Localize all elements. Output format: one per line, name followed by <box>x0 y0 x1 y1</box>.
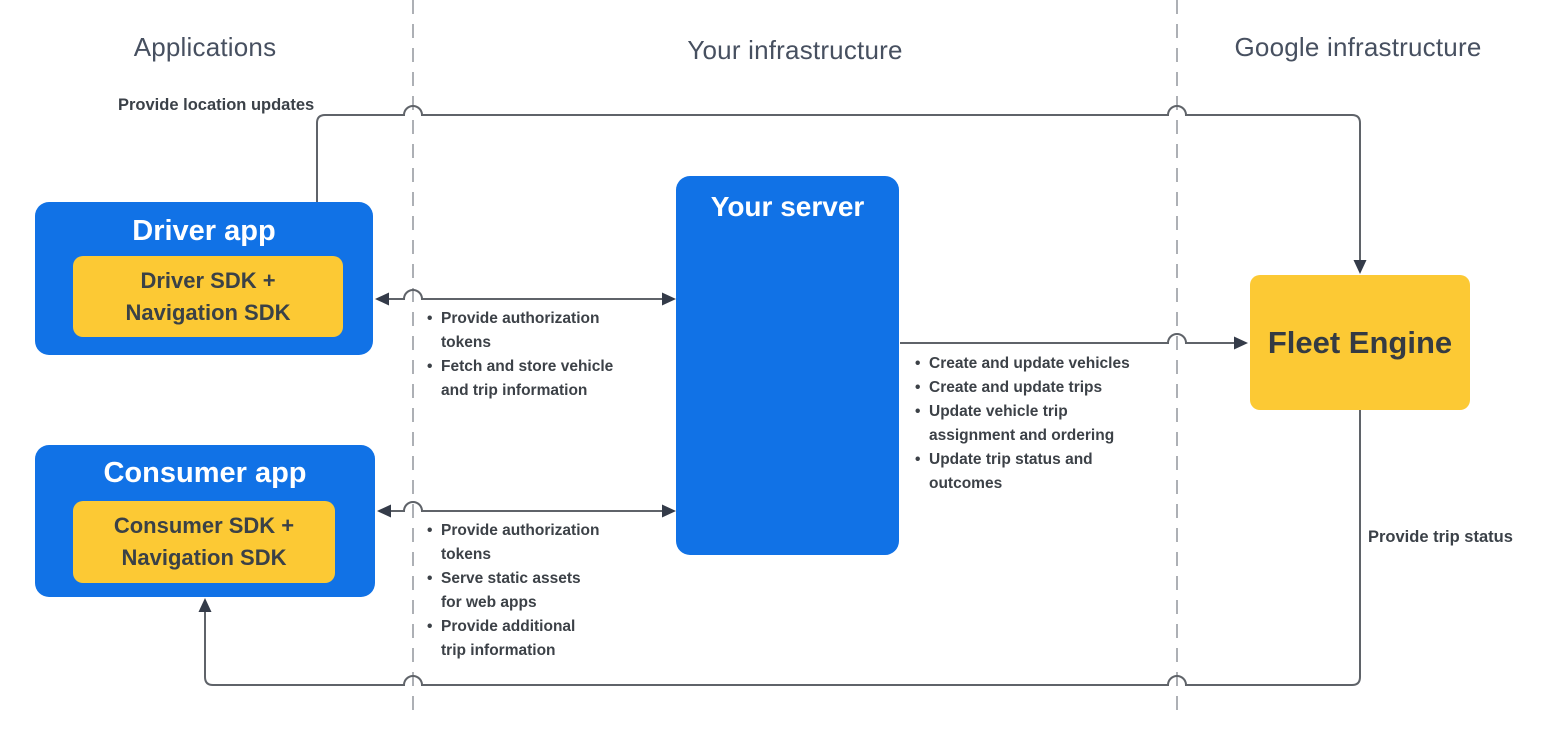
list-item: Create and update vehicles <box>915 352 1130 376</box>
label-provide-trip-status: Provide trip status <box>1368 528 1513 546</box>
node-fleet-engine: Fleet Engine <box>1250 275 1470 410</box>
column-heading-applications: Applications <box>133 32 277 62</box>
list-item: Provide authorization tokens <box>427 307 613 355</box>
arrowhead-left-into-driver-app <box>375 292 389 306</box>
arrowhead-right-into-your-server <box>662 292 676 306</box>
list-item: Fetch and store vehicle and trip informa… <box>427 355 613 403</box>
column-heading-google-infrastructure: Google infrastructure <box>1234 32 1482 62</box>
node-driver-sdk: Driver SDK + Navigation SDK <box>73 256 343 337</box>
list-item: Provide authorization tokens <box>427 519 599 567</box>
edge-driver-server-line <box>388 289 663 300</box>
list-item: Create and update trips <box>915 376 1130 400</box>
list-item: Update trip status and outcomes <box>915 448 1130 496</box>
edge-list-consumer-server: Provide authorization tokens Serve stati… <box>427 519 599 663</box>
edge-list-server-fleet: Create and update vehicles Create and up… <box>915 352 1130 496</box>
edge-consumer-server <box>377 501 676 518</box>
list-item: Provide additional trip information <box>427 615 599 663</box>
list-item: Serve static assets for web apps <box>427 567 599 615</box>
consumer-app-title: Consumer app <box>103 457 307 489</box>
edge-server-fleet-line <box>900 333 1235 344</box>
edge-server-fleet <box>900 333 1248 350</box>
edge-trip-status-line <box>204 410 1361 686</box>
arrowhead-right-into-fleet-engine <box>1234 336 1248 350</box>
label-provide-location-updates: Provide location updates <box>118 96 315 114</box>
edge-list-driver-server: Provide authorization tokens Fetch and s… <box>427 307 613 403</box>
edge-location-updates <box>316 105 1367 274</box>
arrowhead-up-into-consumer-app <box>198 598 212 612</box>
edge-trip-status <box>198 410 1361 686</box>
arrowhead-right-into-your-server <box>662 504 676 518</box>
node-your-server: Your server <box>676 176 899 555</box>
driver-app-title: Driver app <box>132 215 276 247</box>
edge-driver-server <box>375 289 676 306</box>
your-server-title: Your server <box>710 191 865 222</box>
node-consumer-sdk: Consumer SDK + Navigation SDK <box>73 501 335 583</box>
arrowhead-down-into-fleet-engine <box>1353 260 1367 274</box>
edge-location-updates-line <box>316 105 1361 261</box>
list-item: Update vehicle trip assignment and order… <box>915 400 1130 448</box>
column-heading-your-infrastructure: Your infrastructure <box>687 35 903 65</box>
edge-consumer-server-line <box>390 501 663 512</box>
arrowhead-left-into-consumer-app <box>377 504 391 518</box>
